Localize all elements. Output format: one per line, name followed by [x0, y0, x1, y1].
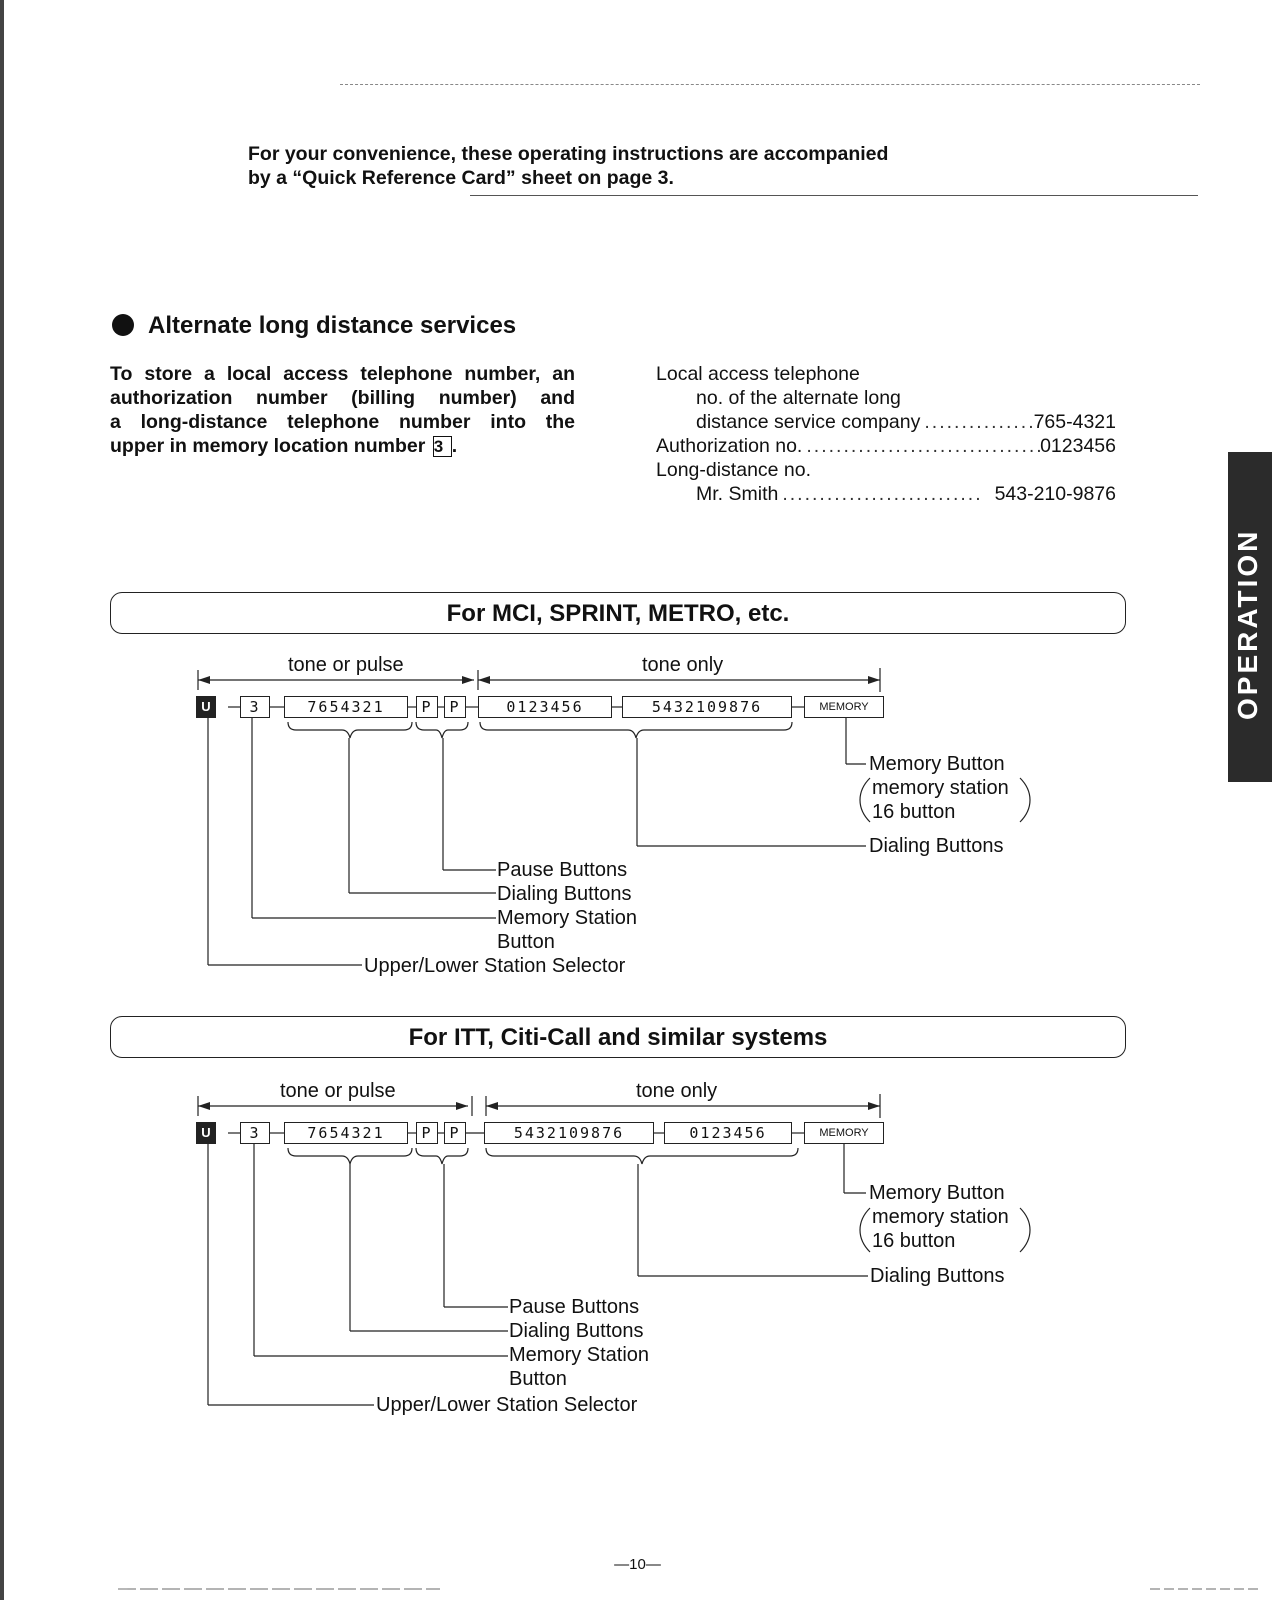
store-line-4-text: upper in memory location number	[110, 435, 426, 457]
diagram2-tone-or-pulse: tone or pulse	[280, 1080, 396, 1102]
callout-upper-lower-selector: Upper/Lower Station Selector	[376, 1394, 638, 1416]
info-local-3: distance service company 765-4321	[656, 410, 1116, 434]
section-title: Alternate long distance services	[112, 312, 516, 340]
store-line-1: To store a local access telephone number…	[110, 363, 575, 385]
diagram2-banner: For ITT, Citi-Call and similar systems	[110, 1016, 1126, 1058]
top-rule	[340, 84, 1200, 85]
upper-lower-selector-key: U	[196, 1122, 216, 1144]
local-access-digits: 7654321	[284, 696, 408, 718]
long-distance-digits: 5432109876	[484, 1122, 654, 1144]
info-local-label: Local access telephone	[656, 363, 860, 385]
location-number-box: 3	[432, 436, 452, 457]
memory-key: MEMORY	[804, 696, 884, 718]
callout-pause-buttons: Pause Buttons	[509, 1296, 640, 1318]
pause-key-2: P	[444, 696, 466, 718]
callout-memory-station: memory station	[872, 1206, 1009, 1228]
callout-memory-station: memory station	[872, 777, 1009, 799]
callout-memory-station-button: Memory Station	[497, 907, 638, 929]
callout-memory-station-button: Memory Station	[509, 1344, 650, 1366]
diagram1-tone-only: tone only	[642, 654, 724, 676]
callout-dialing-buttons-left: Dialing Buttons	[509, 1320, 644, 1342]
intro-line-1: For your convenience, these operating in…	[248, 143, 889, 165]
bullet-icon	[112, 314, 134, 336]
intro-rule	[470, 195, 1198, 196]
memory-station-key: 3	[240, 696, 270, 718]
upper-lower-selector-key: U	[196, 696, 216, 718]
diagram1-banner: For MCI, SPRINT, METRO, etc.	[110, 592, 1126, 634]
info-local-1: Local access telephone	[656, 362, 1116, 386]
callout-dialing-buttons-right: Dialing Buttons	[870, 1265, 1005, 1287]
callout-memory-station-button-2: Button	[497, 931, 555, 953]
info-local-label-2: no. of the alternate long	[696, 387, 901, 409]
memory-station-key: 3	[240, 1122, 270, 1144]
callout-upper-lower-selector: Upper/Lower Station Selector	[364, 955, 626, 977]
authorization-digits: 0123456	[664, 1122, 792, 1144]
info-ld-name: Mr. Smith	[696, 483, 779, 505]
info-ld-name-row: Mr. Smith 543-210-9876	[656, 482, 1116, 506]
authorization-digits: 0123456	[478, 696, 612, 718]
callout-pause-buttons: Pause Buttons	[497, 859, 628, 881]
page-number: —10—	[614, 1556, 661, 1573]
info-auth-label: Authorization no.	[656, 435, 803, 457]
diagram1-title: For MCI, SPRINT, METRO, etc.	[446, 600, 790, 627]
info-local-value: 765-4321	[1033, 411, 1116, 433]
store-line-3: a long-distance telephone number into th…	[110, 411, 575, 433]
local-access-digits: 7654321	[284, 1122, 408, 1144]
info-ld: Long-distance no.	[656, 458, 1116, 482]
info-auth-value: 0123456	[1040, 435, 1116, 457]
info-local-label-3: distance service company	[696, 411, 921, 433]
store-period: .	[451, 435, 458, 457]
long-distance-digits: 5432109876	[622, 696, 792, 718]
diagram2-title: For ITT, Citi-Call and similar systems	[408, 1024, 828, 1051]
pause-key-1: P	[416, 696, 438, 718]
info-ld-value: 543-210-9876	[994, 483, 1116, 505]
info-auth: Authorization no. 0123456	[656, 434, 1116, 458]
section-title-text: Alternate long distance services	[148, 312, 517, 339]
callout-16-button: 16 button	[872, 1230, 956, 1252]
store-instructions: To store a local access telephone number…	[110, 362, 575, 458]
callout-dialing-buttons-right: Dialing Buttons	[869, 835, 1004, 857]
side-tab	[1228, 452, 1272, 782]
diagram2-tone-only: tone only	[636, 1080, 718, 1102]
callout-memory-station-button-2: Button	[509, 1368, 567, 1390]
page-left-edge	[0, 0, 4, 1600]
callout-dialing-buttons-left: Dialing Buttons	[497, 883, 632, 905]
diagram1-tone-or-pulse: tone or pulse	[288, 654, 404, 676]
pause-key-1: P	[416, 1122, 438, 1144]
store-line-2: authorization number (billing number) an…	[110, 387, 575, 409]
info-list: Local access telephone no. of the altern…	[656, 362, 1116, 506]
pause-key-2: P	[444, 1122, 466, 1144]
intro-line-2: by a “Quick Reference Card” sheet on pag…	[248, 167, 674, 189]
info-ld-label: Long-distance no.	[656, 459, 812, 481]
callout-memory-button: Memory Button	[869, 753, 1005, 775]
memory-key: MEMORY	[804, 1122, 884, 1144]
callout-16-button: 16 button	[872, 801, 956, 823]
info-local-2: no. of the alternate long	[656, 386, 1116, 410]
intro-text: For your convenience, these operating in…	[248, 142, 1008, 190]
store-line-4: upper in memory location number 3.	[110, 434, 575, 458]
callout-memory-button: Memory Button	[869, 1182, 1005, 1204]
